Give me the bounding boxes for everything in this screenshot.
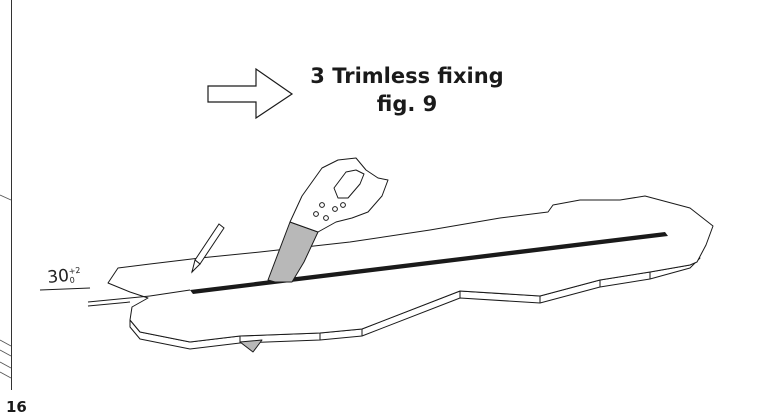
pencil-icon xyxy=(191,223,225,274)
section-heading: 3 Trimless fixing fig. 9 xyxy=(292,62,522,118)
page-margin-rule xyxy=(11,0,12,390)
dimension-tolerance-lower: 0 xyxy=(69,276,75,285)
margin-detail-lines xyxy=(0,194,12,379)
section-title: 3 Trimless fixing xyxy=(310,64,504,88)
dimension-value: 30 xyxy=(46,266,70,288)
cut-line xyxy=(149,232,668,297)
dimension-annotation: 30 +2 0 xyxy=(46,266,81,288)
dimension-reference-lines xyxy=(39,287,151,307)
plasterboard-panel xyxy=(107,195,714,350)
dimension-tolerance-upper: +2 xyxy=(68,266,81,276)
page-number: 16 xyxy=(6,398,27,416)
right-arrow-outline-icon xyxy=(207,67,294,120)
hand-saw-icon xyxy=(239,157,389,353)
figure-reference: fig. 9 xyxy=(376,92,438,116)
